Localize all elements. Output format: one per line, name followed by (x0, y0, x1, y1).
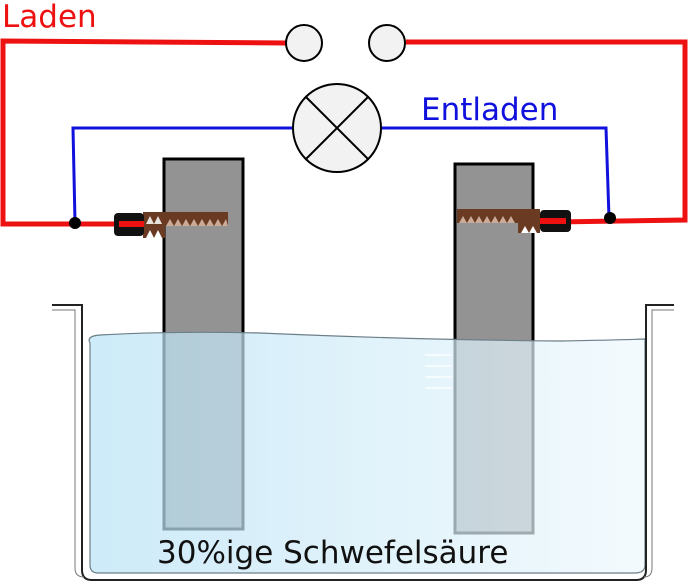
charge-wire-left (0, 38, 287, 227)
container-inner-rim-right (643, 309, 674, 578)
junction-right (604, 212, 616, 224)
discharge-label: Entladen (421, 92, 558, 128)
container-inner-rim (52, 309, 85, 578)
charge-wire-right (406, 39, 688, 225)
lamp-icon (292, 83, 382, 173)
charge-label: Laden (2, 0, 97, 35)
junction-left (69, 217, 81, 229)
clamp-left-icon (143, 212, 228, 238)
clamp-right-icon (457, 209, 540, 233)
charge-terminal-right (368, 24, 406, 62)
electrolyte-liquid (88, 331, 646, 574)
connector-left-icon (114, 213, 144, 236)
charge-terminal-left (285, 24, 323, 62)
container (52, 304, 674, 581)
discharge-wire-right (381, 126, 611, 219)
electrolyte-label: 30%ige Schwefelsäure (157, 535, 508, 571)
connector-right-icon (540, 210, 571, 232)
discharge-wire-left (71, 126, 293, 223)
surface-reflection-icon (425, 354, 452, 389)
